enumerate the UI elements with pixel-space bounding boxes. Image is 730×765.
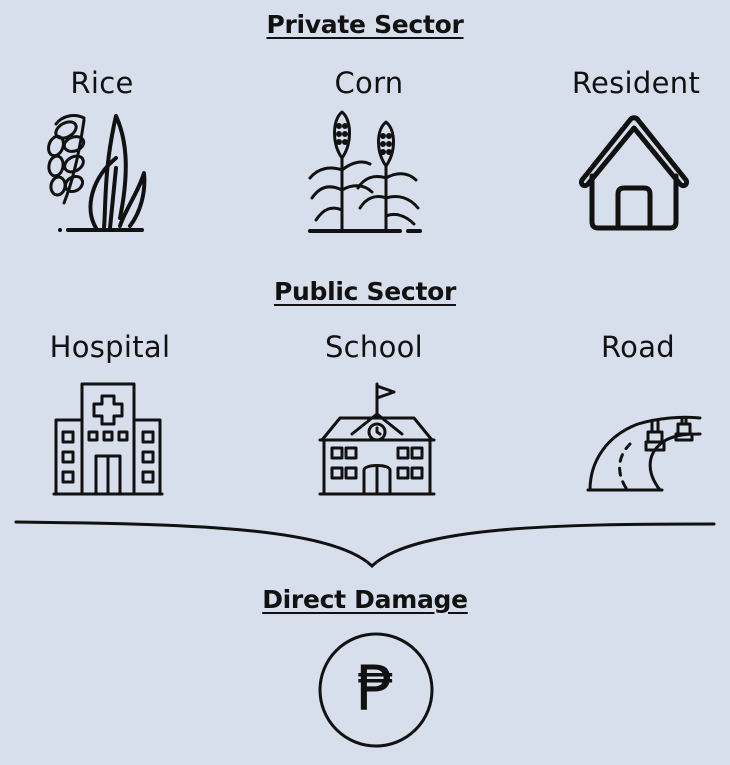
direct-damage-heading: Direct Damage — [262, 585, 468, 614]
road-label: Road — [601, 330, 675, 364]
school-building-icon — [318, 380, 436, 498]
hospital-label: Hospital — [49, 330, 171, 364]
house-icon — [576, 110, 692, 232]
hospital-building-icon — [52, 380, 164, 498]
peso-symbol: ₱ — [356, 652, 395, 725]
private-sector-heading: Private Sector — [266, 10, 464, 39]
public-sector-heading: Public Sector — [273, 277, 456, 306]
rice-label: Rice — [70, 66, 134, 100]
peso-coin-icon: ₱ — [317, 632, 437, 752]
corn-label: Corn — [334, 66, 404, 100]
school-label: School — [324, 330, 424, 364]
corn-plant-icon — [306, 108, 424, 234]
resident-label: Resident — [571, 66, 701, 100]
road-bridge-icon — [586, 412, 704, 494]
rice-plant-icon — [44, 108, 148, 234]
